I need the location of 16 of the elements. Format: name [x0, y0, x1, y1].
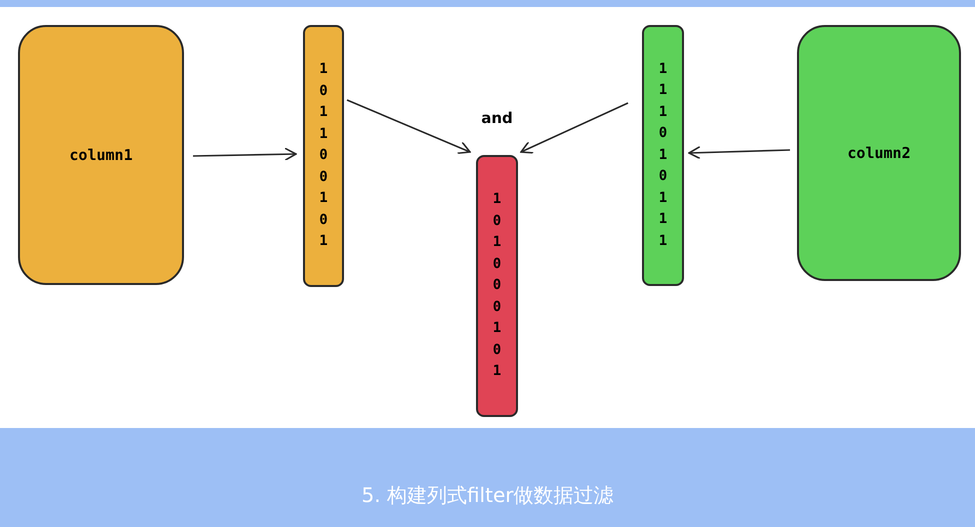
bit-vector-box: [642, 25, 684, 286]
column-label: column2: [847, 144, 911, 162]
column-box: [18, 25, 184, 285]
column-label: column1: [69, 146, 133, 164]
column-box: [797, 25, 961, 281]
arrow: [520, 102, 628, 154]
bit-vector-box: [476, 155, 518, 417]
arrow: [346, 99, 471, 154]
caption: 5. 构建列式filter做数据过滤: [362, 482, 614, 509]
operator-label: and: [481, 109, 513, 127]
bit-values: 1 1 1 0 1 0 1 1 1: [658, 60, 668, 251]
bit-values: 1 0 1 0 0 0 1 0 1: [492, 190, 502, 382]
bit-vector-box: [303, 25, 344, 287]
bit-values: 1 0 1 1 0 0 1 0 1: [318, 60, 329, 252]
arrow: [192, 147, 297, 161]
arrow: [688, 146, 790, 160]
